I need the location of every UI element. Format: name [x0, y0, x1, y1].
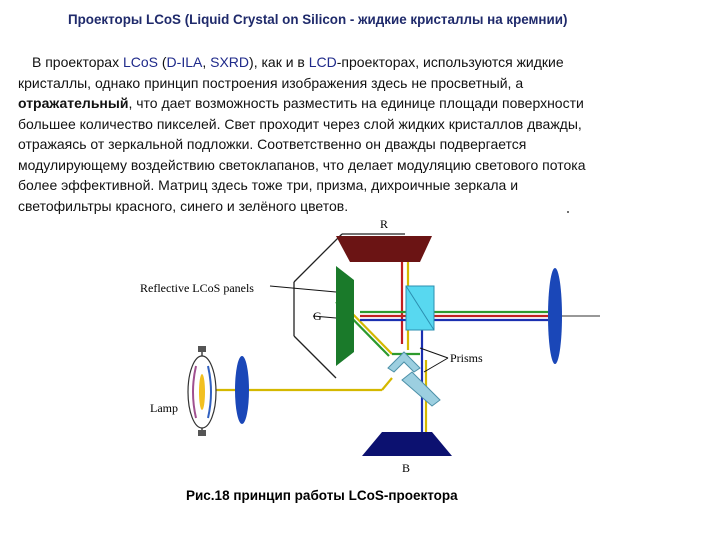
mirror-lower	[401, 371, 441, 407]
text-line-4: большее количество пикселей. Свет проход…	[18, 115, 582, 132]
dot-mark	[567, 211, 569, 213]
red-lcos-panel	[336, 236, 432, 262]
light-beams	[204, 262, 600, 432]
page-title: Проекторы LCoS (Liquid Crystal on Silico…	[68, 12, 568, 27]
label-g: G	[313, 309, 322, 323]
label-panels: Reflective LCoS panels	[140, 281, 254, 295]
optical-outline	[293, 233, 405, 379]
text-line-6: модулирующему воздействию светоклапанов,…	[18, 156, 586, 173]
label-r: R	[380, 217, 388, 231]
body-paragraph: В проекторах LCoS (D-ILA, SXRD), как и в…	[18, 52, 698, 216]
text-line-7: более эффективной. Матриц здесь тоже три…	[18, 177, 519, 193]
condenser-lens	[235, 356, 249, 424]
leader-lines	[269, 285, 449, 373]
label-lamp: Lamp	[150, 401, 178, 415]
label-b: B	[402, 461, 410, 475]
projection-lens	[548, 268, 562, 364]
lamp	[187, 346, 217, 436]
mirror-upper	[387, 351, 421, 373]
label-prisms: Prisms	[450, 351, 483, 365]
text-line-2: кристаллы, однако принцип построения изо…	[18, 74, 524, 91]
beam-yellow-up	[381, 377, 393, 391]
prism-diagonal	[405, 285, 435, 331]
green-lcos-panel	[336, 266, 354, 366]
blue-lcos-panel	[362, 432, 452, 456]
text-line-1: В проекторах LCoS (D-ILA, SXRD), как и в…	[32, 54, 564, 70]
dichroic-mirrors	[387, 351, 441, 407]
text-line-8: светофильтры красного, синего и зелёного…	[18, 197, 349, 214]
text-line-3: отражательный, что дает возможность разм…	[18, 95, 584, 111]
text-line-5: отражаясь от зеркальной подложки. Соотве…	[18, 136, 527, 152]
figure-caption: Рис.18 принцип работы LCoS-проектора	[186, 488, 458, 503]
